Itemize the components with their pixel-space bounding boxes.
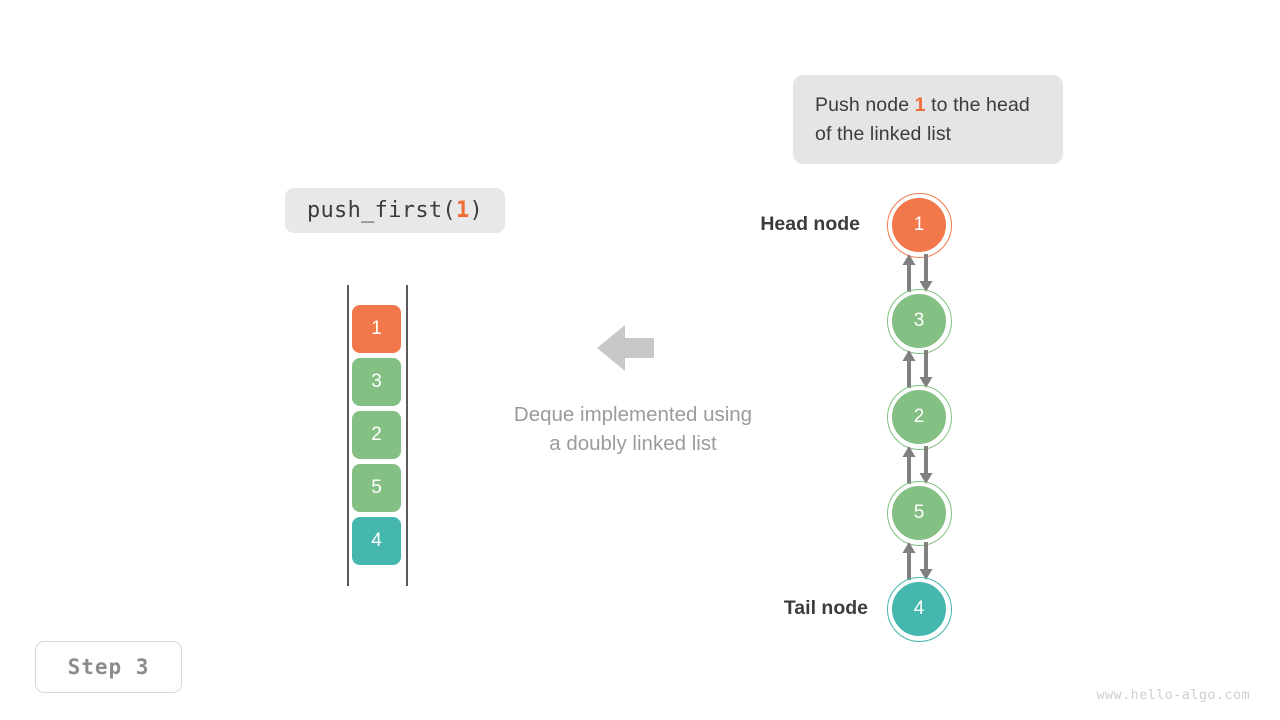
linked-list-node: 5 <box>886 480 952 546</box>
step-badge: Step 3 <box>35 641 182 693</box>
tail-node-label: Tail node <box>783 597 868 619</box>
stack-cell-value: 3 <box>371 371 382 392</box>
stack-cell: 4 <box>352 517 401 565</box>
operation-label-text: push_first(1) <box>307 198 483 223</box>
head-node-label: Head node <box>760 213 860 235</box>
operation-label-prefix: push_first( <box>306 198 456 223</box>
stack-cell-value: 2 <box>371 424 382 445</box>
watermark: www.hello-algo.com <box>1096 687 1250 703</box>
stack-cell-value: 5 <box>371 477 382 498</box>
linked-list-node-value: 1 <box>913 214 925 235</box>
doubly-linked-list: 1 3 2 5 4 <box>860 180 990 650</box>
linked-list-node-value: 3 <box>913 310 925 331</box>
stack-cell: 3 <box>352 358 401 406</box>
info-text-highlight: 1 <box>914 93 926 116</box>
bidirectional-link-arrows <box>901 254 937 292</box>
info-callout-box: Push node 1 to the head of the linked li… <box>793 75 1063 164</box>
stack-cell: 2 <box>352 411 401 459</box>
deque-stack-column: 1 3 2 5 4 <box>347 285 408 586</box>
info-callout-text: Push node 1 to the head of the linked li… <box>793 91 1063 149</box>
linked-list-node: 2 <box>886 384 952 450</box>
stack-cell-value: 1 <box>371 318 382 339</box>
info-text-before: Push node <box>815 93 915 116</box>
caption-line-1: Deque implemented using <box>513 403 753 426</box>
operation-label-box: push_first(1) <box>285 188 505 233</box>
operation-label-suffix: ) <box>469 198 484 223</box>
stack-rail-right <box>406 285 408 586</box>
linked-list-node-value: 2 <box>913 406 925 427</box>
bidirectional-link-arrows <box>901 542 937 580</box>
linked-list-node: 3 <box>886 288 952 354</box>
step-badge-label: Step 3 <box>67 655 150 679</box>
stack-cell: 1 <box>352 305 401 353</box>
caption-line-2: a doubly linked list <box>549 432 717 455</box>
stack-cell-value: 4 <box>371 530 382 551</box>
operation-label-arg: 1 <box>455 198 470 223</box>
stack-cell: 5 <box>352 464 401 512</box>
linked-list-node: 1 <box>886 192 952 258</box>
linked-list-node: 4 <box>886 576 952 642</box>
stack-cell-list: 1 3 2 5 4 <box>352 305 401 570</box>
info-text-after: to the head of the linked list <box>815 93 1030 145</box>
linked-list-node-value: 4 <box>913 598 925 619</box>
bidirectional-link-arrows <box>901 350 937 388</box>
diagram-caption: Deque implemented using a doubly linked … <box>453 400 813 458</box>
left-pointing-arrow-icon <box>597 323 654 373</box>
bidirectional-link-arrows <box>901 446 937 484</box>
linked-list-node-value: 5 <box>913 502 925 523</box>
stack-rail-left <box>347 285 349 586</box>
